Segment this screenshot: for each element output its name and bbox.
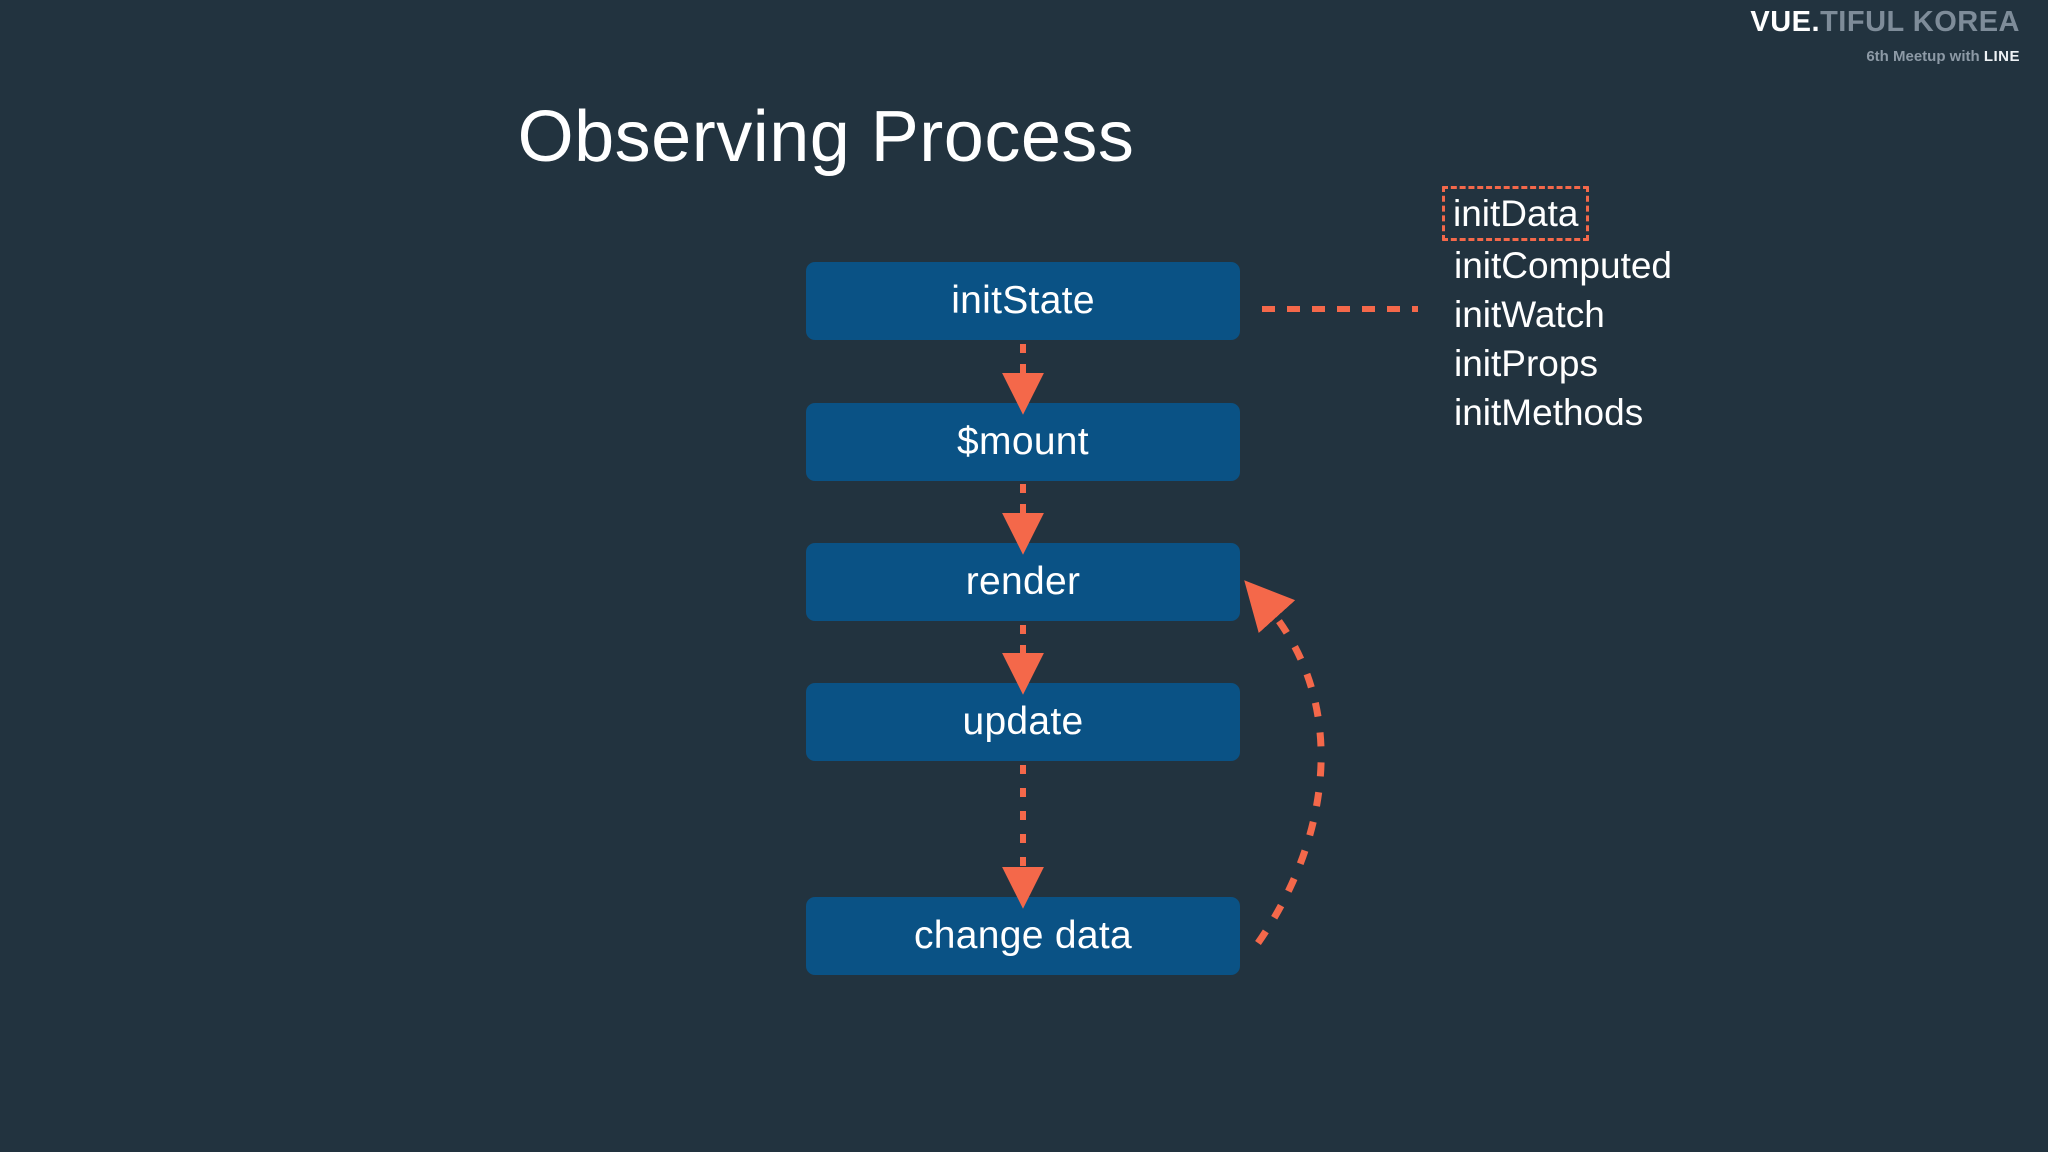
flow-step-label: $mount xyxy=(957,420,1089,463)
flow-step-update: update xyxy=(806,683,1240,761)
page-title: Observing Process xyxy=(0,96,2048,178)
init-list-item-label: initProps xyxy=(1454,343,1598,384)
brand-subtitle-line: LINE xyxy=(1983,48,2020,65)
init-list-item-initmethods: initMethods xyxy=(1452,388,1672,437)
brand-subtitle: 6th Meetup with LINE xyxy=(1750,49,2020,64)
init-list-item-label: initMethods xyxy=(1454,392,1644,433)
page-title-text: Observing Process xyxy=(517,97,1135,177)
flow-step-label: change data xyxy=(914,914,1132,957)
brand-logo-dot: . xyxy=(1811,6,1821,38)
flow-step-mount: $mount xyxy=(806,403,1240,481)
flow-step-label: update xyxy=(962,700,1084,743)
brand-subtitle-prefix: 6th Meetup with xyxy=(1866,48,1984,65)
arrow-change-data-to-render xyxy=(1244,580,1325,946)
brand-title: VUE.TIFUL KOREA xyxy=(1750,8,2020,37)
flow-step-label: render xyxy=(965,560,1081,603)
flow-step-label: initState xyxy=(951,279,1095,322)
init-list-item-initprops: initProps xyxy=(1452,339,1672,388)
flow-step-initstate: initState xyxy=(806,262,1240,340)
init-hook-list: initData initComputed initWatch initProp… xyxy=(1442,186,1672,437)
init-list-item-initdata: initData xyxy=(1442,186,1590,241)
init-list-item-label: initData xyxy=(1453,193,1579,234)
flow-step-change-data: change data xyxy=(806,897,1240,975)
init-list-item-label: initWatch xyxy=(1454,294,1605,335)
init-list-item-initcomputed: initComputed xyxy=(1452,241,1672,290)
init-list-item-initwatch: initWatch xyxy=(1452,290,1672,339)
brand-logo: VUE.TIFUL KOREA 6th Meetup with LINE xyxy=(1750,8,2020,65)
brand-logo-vue: VUE xyxy=(1750,6,1812,38)
brand-logo-suffix: TIFUL KOREA xyxy=(1820,6,2020,38)
flow-step-render: render xyxy=(806,543,1240,621)
init-list-item-label: initComputed xyxy=(1454,245,1673,286)
